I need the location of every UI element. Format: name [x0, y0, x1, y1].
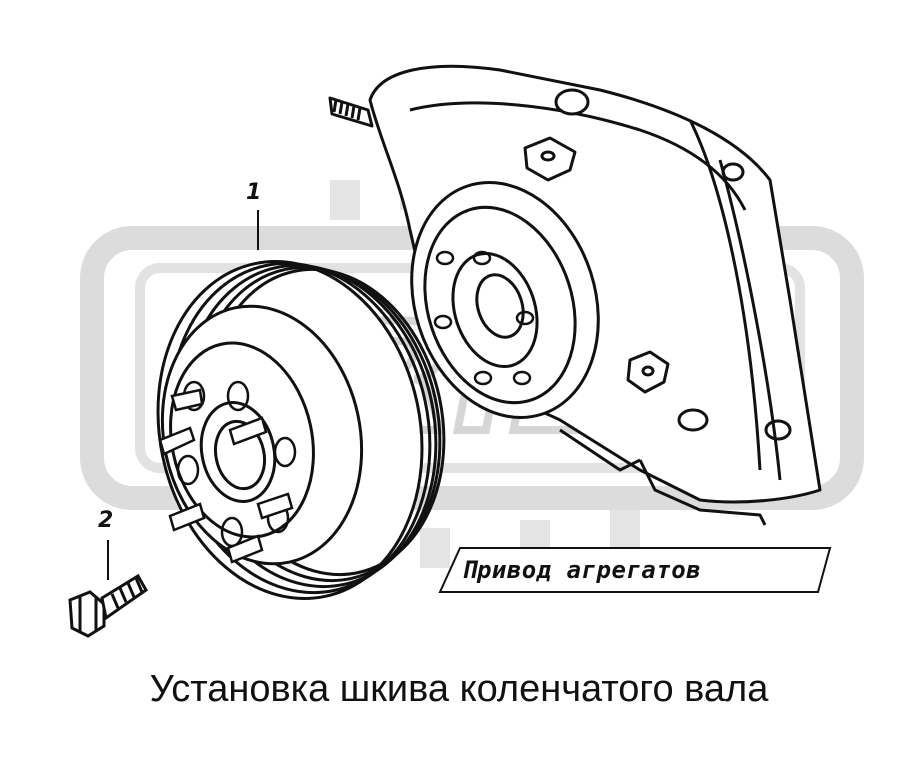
section-label: Привод агрегатов — [462, 556, 702, 584]
bolt — [68, 540, 148, 638]
crankshaft-pulley — [156, 210, 446, 600]
crankshaft-hub — [410, 181, 600, 419]
callout-2: 2 — [98, 508, 114, 533]
section-bracket — [438, 547, 832, 593]
diagram-caption: Установка шкива коленчатого вала — [149, 668, 769, 710]
callout-1: 1 — [246, 180, 262, 205]
